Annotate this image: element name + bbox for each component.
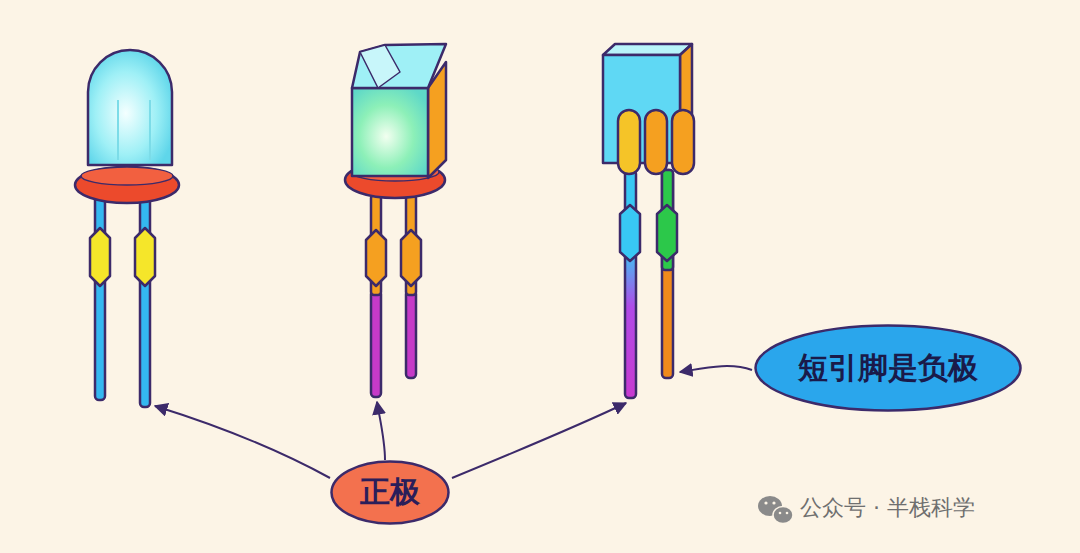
callout-text: 短引脚是负极	[798, 348, 978, 389]
watermark-text: 公众号 · 半栈科学	[800, 493, 975, 523]
callout-text: 正极	[360, 472, 420, 513]
leader-arrows	[155, 366, 752, 478]
callout-oval: 短引脚是负极	[754, 324, 1022, 412]
watermark: 公众号 · 半栈科学	[800, 493, 975, 523]
wechat-icon	[758, 496, 793, 524]
callout-oval: 正极	[330, 460, 450, 525]
